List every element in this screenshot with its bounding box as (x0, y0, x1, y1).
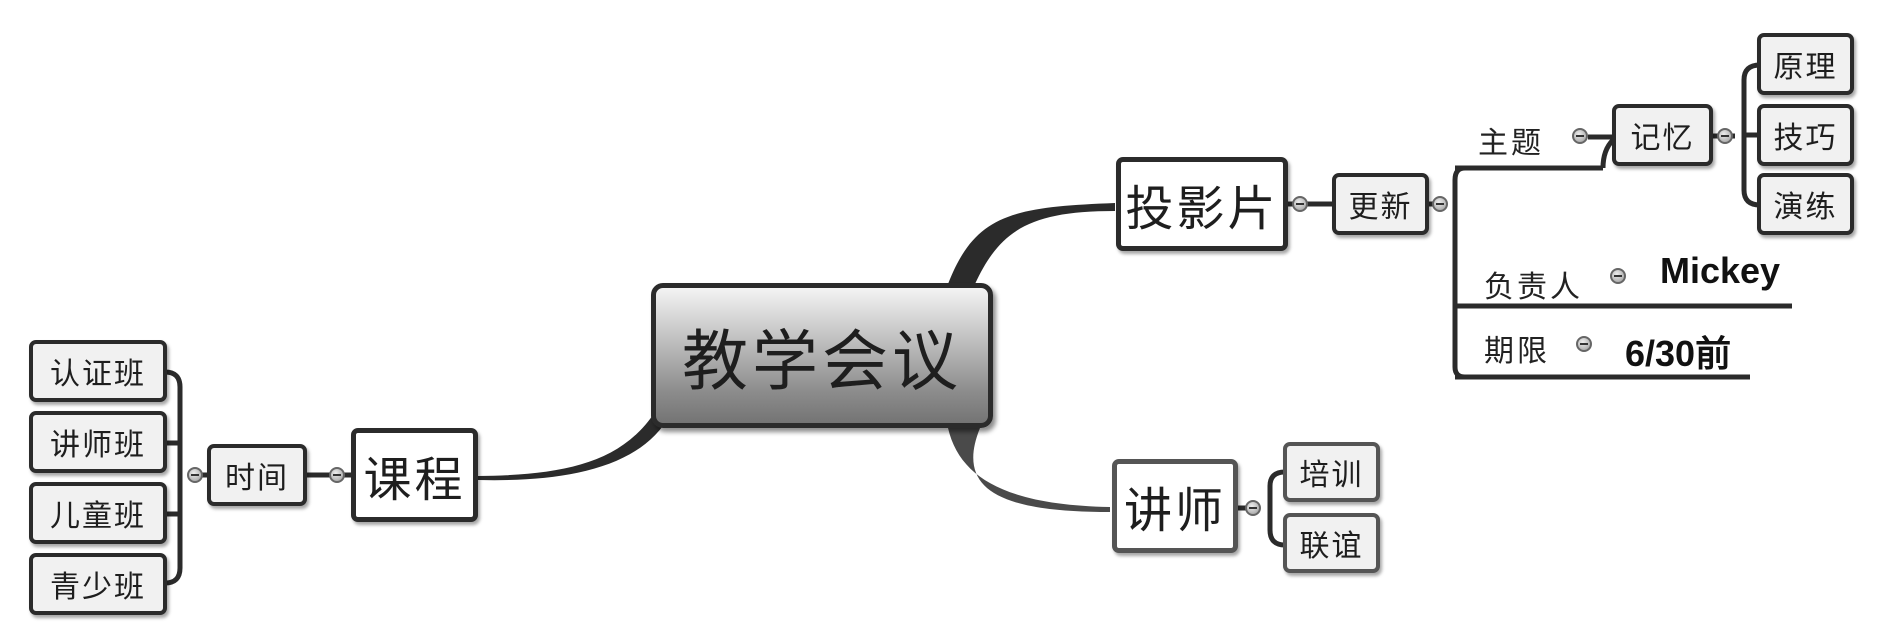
node-course[interactable]: 课程 (351, 428, 478, 522)
collapse-teacher-icon[interactable] (1245, 500, 1261, 516)
node-teacher[interactable]: 讲师 (1112, 459, 1238, 553)
node-memory-label: 记忆 (1630, 121, 1695, 156)
node-course-item-2-label: 讲师班 (50, 428, 146, 463)
central-topic[interactable]: 教学会议 (651, 283, 993, 428)
node-memory[interactable]: 记忆 (1612, 104, 1713, 166)
node-teacher-item-1-label: 培训 (1299, 458, 1364, 493)
branch-course-connector (478, 412, 670, 481)
node-update[interactable]: 更新 (1332, 173, 1429, 235)
node-course-item-2[interactable]: 讲师班 (29, 411, 167, 473)
central-topic-label: 教学会议 (682, 322, 962, 400)
node-teacher-item-1[interactable]: 培训 (1283, 442, 1380, 502)
label-owner: 负责人 (1484, 270, 1583, 305)
label-deadline: 期限 (1484, 334, 1550, 369)
node-course-item-4-label: 青少班 (50, 570, 146, 605)
node-slides-label: 投影片 (1125, 181, 1279, 237)
node-memory-item-2-label: 技巧 (1773, 121, 1838, 156)
node-memory-item-1[interactable]: 原理 (1757, 33, 1854, 95)
node-course-item-4[interactable]: 青少班 (29, 553, 167, 615)
node-memory-item-2[interactable]: 技巧 (1757, 104, 1854, 166)
collapse-deadline-icon[interactable] (1576, 336, 1592, 352)
branch-teacher-connector (948, 428, 1110, 512)
collapse-topic-icon[interactable] (1572, 128, 1588, 144)
value-deadline: 6/30前 (1625, 333, 1732, 374)
node-time-label: 时间 (225, 461, 289, 496)
node-update-label: 更新 (1348, 190, 1413, 225)
node-memory-item-1-label: 原理 (1773, 50, 1838, 85)
collapse-owner-icon[interactable] (1610, 268, 1626, 284)
branch-slides-connector (948, 203, 1115, 284)
collapse-memory-icon[interactable] (1717, 128, 1733, 144)
value-owner: Mickey (1660, 250, 1781, 291)
collapse-slides-icon[interactable] (1292, 196, 1308, 212)
node-teacher-label: 讲师 (1123, 483, 1226, 539)
node-teacher-item-2-label: 联谊 (1299, 529, 1364, 564)
node-course-item-3-label: 儿童班 (50, 499, 146, 534)
node-course-item-1[interactable]: 认证班 (29, 340, 167, 402)
collapse-time-icon[interactable] (187, 467, 203, 483)
label-topic: 主题 (1478, 126, 1544, 161)
node-memory-item-3[interactable]: 演练 (1757, 173, 1854, 235)
node-course-item-1-label: 认证班 (50, 357, 146, 392)
node-teacher-item-2[interactable]: 联谊 (1283, 513, 1380, 573)
node-time[interactable]: 时间 (207, 444, 307, 506)
collapse-update-icon[interactable] (1432, 196, 1448, 212)
node-course-label: 课程 (363, 452, 466, 508)
node-course-item-3[interactable]: 儿童班 (29, 482, 167, 544)
node-memory-item-3-label: 演练 (1773, 190, 1838, 225)
node-slides[interactable]: 投影片 (1116, 157, 1288, 251)
collapse-course-icon[interactable] (329, 467, 345, 483)
